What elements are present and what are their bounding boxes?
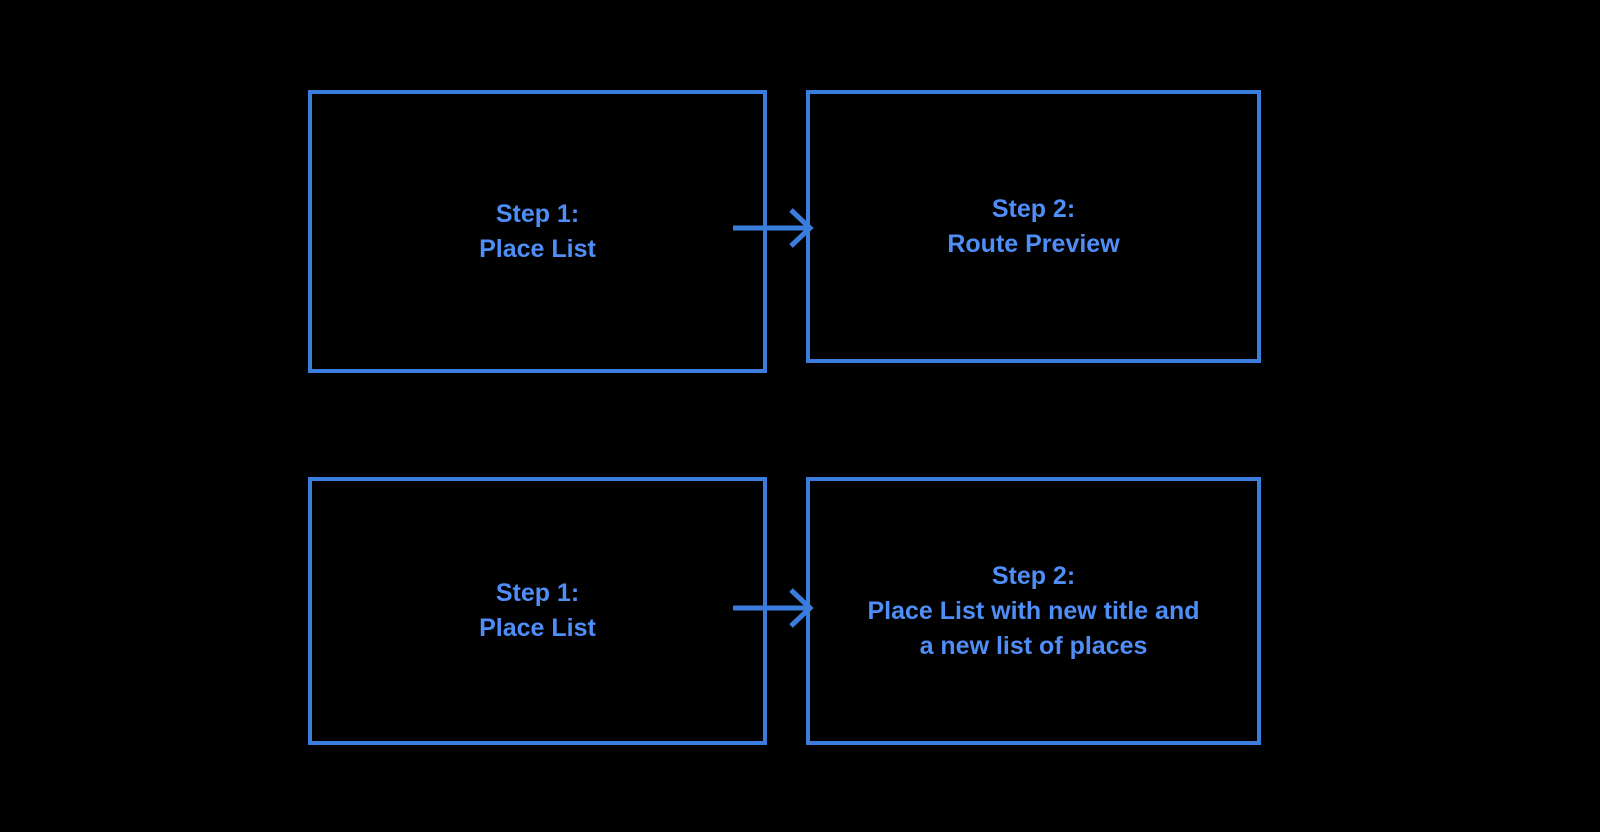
- flow-box-label: Step 1: Place List: [479, 579, 596, 642]
- arrow-right-icon: [733, 208, 814, 248]
- connector-arrow-row-2: [733, 586, 814, 630]
- connector-arrow-row-1: [733, 206, 814, 250]
- flow-box-step-2-route-preview[interactable]: Step 2: Route Preview: [806, 90, 1261, 363]
- flow-box-label: Step 1: Place List: [479, 199, 596, 263]
- flow-box-step-2-place-list-new-title[interactable]: Step 2: Place List with new title and a …: [806, 477, 1261, 745]
- arrow-right-icon: [733, 588, 814, 628]
- flow-box-label: Step 2: Route Preview: [947, 194, 1120, 258]
- flow-box-step-1-place-list-alt[interactable]: Step 1: Place List: [308, 477, 767, 745]
- flow-box-label: Step 2: Place List with new title and a …: [867, 561, 1200, 660]
- flow-box-step-1-place-list[interactable]: Step 1: Place List: [308, 90, 767, 373]
